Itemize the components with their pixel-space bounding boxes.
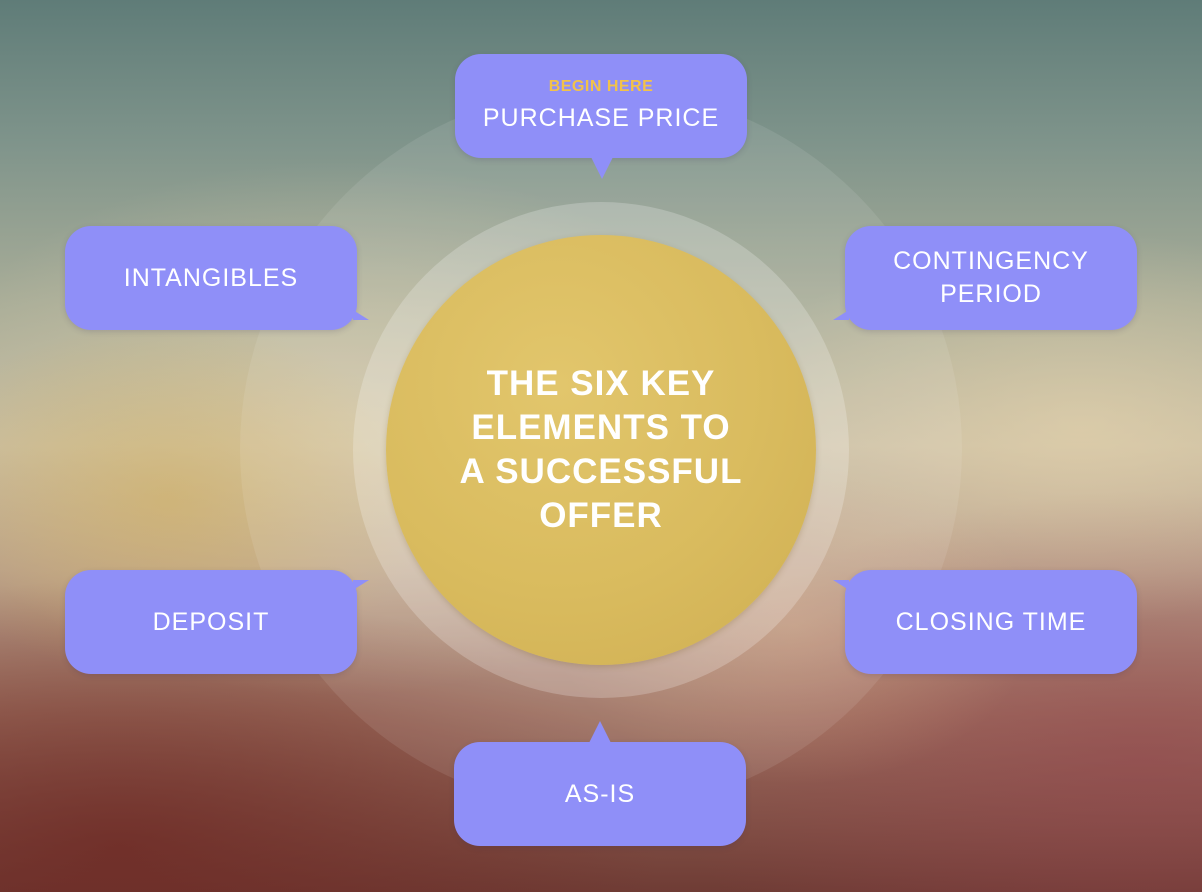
as-is-bubble: AS-IS — [454, 721, 746, 846]
bubble-pointer — [833, 580, 849, 590]
contingency-period-label: CONTINGENCY PERIOD — [893, 247, 1089, 308]
center-circle: THE SIX KEY ELEMENTS TO A SUCCESSFUL OFF… — [386, 235, 816, 665]
closing-time-label: CLOSING TIME — [895, 607, 1087, 636]
intangibles-label: INTANGIBLES — [123, 263, 299, 292]
purchase-price-bubble: BEGIN HERE PURCHASE PRICE — [455, 54, 747, 179]
bubble-pointer — [589, 721, 611, 743]
contingency-period-bubble: CONTINGENCY PERIOD — [833, 226, 1137, 330]
deposit-bubble: DEPOSIT — [65, 570, 369, 674]
closing-time-bubble: CLOSING TIME — [833, 570, 1137, 674]
intangibles-bubble: INTANGIBLES — [65, 226, 369, 330]
begin-here-badge: BEGIN HERE — [548, 77, 654, 95]
bubble-pointer — [591, 157, 613, 179]
as-is-label: AS-IS — [564, 779, 636, 808]
bubble-pointer — [353, 580, 369, 590]
bubble-pointer — [833, 310, 849, 320]
deposit-label: DEPOSIT — [152, 607, 270, 636]
bubble-pointer — [353, 310, 369, 320]
center-title: THE SIX KEY ELEMENTS TO A SUCCESSFUL OFF… — [459, 364, 743, 535]
purchase-price-label: PURCHASE PRICE — [482, 103, 720, 132]
